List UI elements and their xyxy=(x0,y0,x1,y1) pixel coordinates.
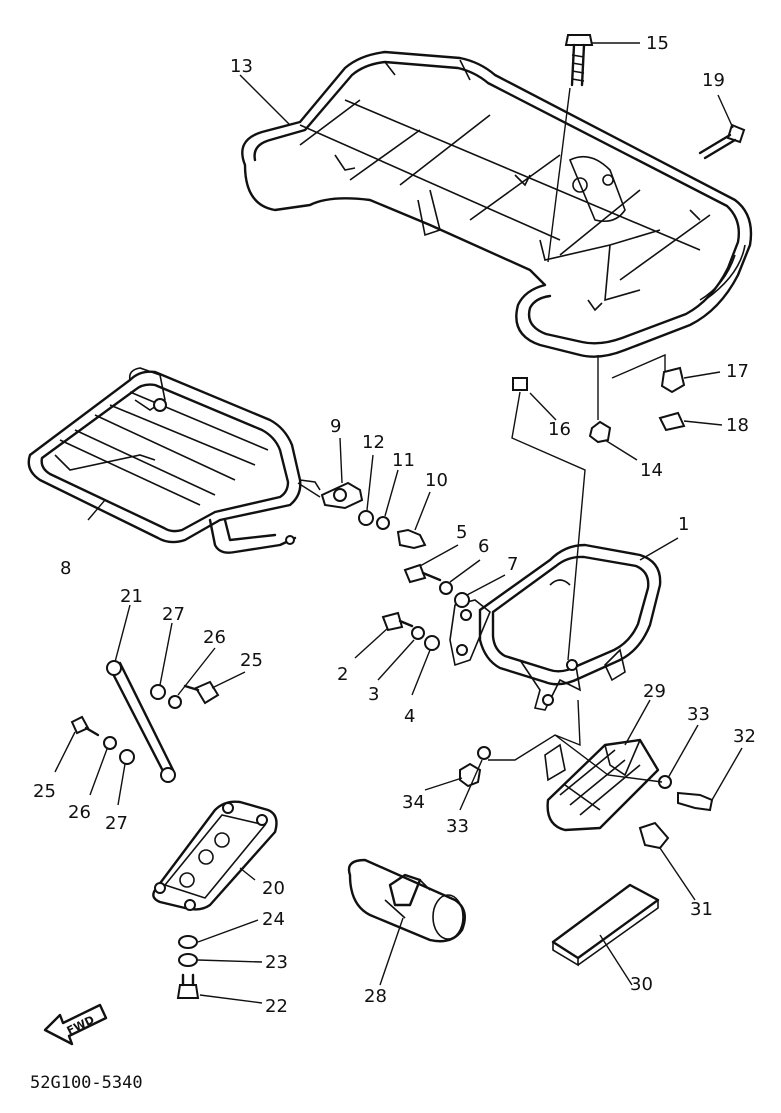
callout-30: 30 xyxy=(630,974,653,995)
callout-33-right: 33 xyxy=(687,704,710,725)
callout-1: 1 xyxy=(678,514,689,535)
callout-17: 17 xyxy=(726,361,749,382)
callout-31: 31 xyxy=(690,899,713,920)
callout-22: 22 xyxy=(265,996,288,1017)
rear-carrier-rack xyxy=(241,50,753,358)
callout-20: 20 xyxy=(262,878,285,899)
lower-stay-bracket xyxy=(152,800,278,911)
callout-18: 18 xyxy=(726,415,749,436)
callout-14: 14 xyxy=(640,460,663,481)
callout-15: 15 xyxy=(646,33,669,54)
carrier-bracket xyxy=(449,543,662,711)
callout-25-left: 25 xyxy=(33,781,56,802)
callout-2: 2 xyxy=(337,664,348,685)
callout-7: 7 xyxy=(507,554,518,575)
callout-34: 34 xyxy=(402,792,425,813)
callout-24: 24 xyxy=(262,909,285,930)
diagram-code: 52G100-5340 xyxy=(30,1073,143,1093)
callout-16: 16 xyxy=(548,419,571,440)
callout-3: 3 xyxy=(368,684,379,705)
callout-33-lower: 33 xyxy=(446,816,469,837)
callout-32: 32 xyxy=(733,726,756,747)
leader-lines xyxy=(54,42,743,1004)
callout-10: 10 xyxy=(425,470,448,491)
pad-plate xyxy=(551,883,660,967)
callout-6: 6 xyxy=(478,536,489,557)
callout-26-right: 26 xyxy=(203,627,226,648)
footrest-bracket xyxy=(544,738,660,832)
callout-27-right: 27 xyxy=(162,604,185,625)
callout-11: 11 xyxy=(392,450,415,471)
callout-4: 4 xyxy=(404,706,415,727)
callout-27-left: 27 xyxy=(105,813,128,834)
callout-9: 9 xyxy=(330,416,341,437)
callout-numbers: 1 2 3 4 5 6 7 8 9 10 11 12 13 14 15 16 1… xyxy=(33,33,756,1017)
hardware xyxy=(70,34,746,999)
callout-12: 12 xyxy=(362,432,385,453)
fwd-arrow: FWD xyxy=(43,1003,108,1046)
callout-28: 28 xyxy=(364,986,387,1007)
callout-13: 13 xyxy=(230,56,253,77)
callout-25-right: 25 xyxy=(240,650,263,671)
callout-5: 5 xyxy=(456,522,467,543)
stay-rod xyxy=(106,660,176,783)
callout-29: 29 xyxy=(643,681,666,702)
callout-8: 8 xyxy=(60,558,71,579)
callout-23: 23 xyxy=(265,952,288,973)
fwd-label: FWD xyxy=(65,1013,97,1037)
callout-21: 21 xyxy=(120,586,143,607)
tool-bag xyxy=(347,858,466,943)
front-carrier-rack xyxy=(27,367,321,554)
callout-19: 19 xyxy=(702,70,725,91)
callout-26-left: 26 xyxy=(68,802,91,823)
